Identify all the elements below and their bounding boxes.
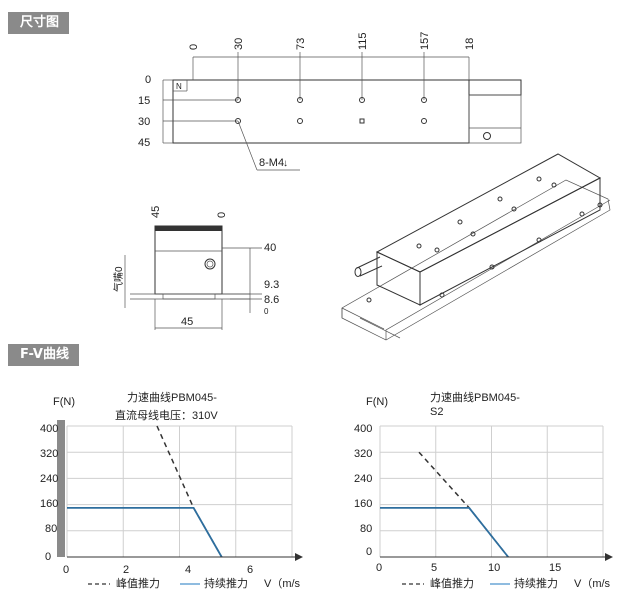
chart-1-xlabel: V（m/s bbox=[264, 577, 301, 590]
side-view-air-fitting bbox=[204, 258, 216, 270]
side-dim-bottom-45: 45 bbox=[181, 316, 193, 328]
top-view-n-label: N bbox=[176, 82, 182, 91]
top-view-drawing: N 0 30 73 115 157 18 0 15 30 45 bbox=[138, 32, 522, 171]
chart-1: F(N) 力速曲线PBM045- 直流母线电压：310V 400 320 240… bbox=[40, 390, 303, 590]
side-view-body bbox=[154, 225, 223, 295]
chart-2-xtick-0: 0 bbox=[376, 562, 382, 574]
svg-text:↓: ↓ bbox=[283, 158, 288, 169]
top-view-end-block bbox=[468, 94, 522, 144]
chart-1-title-line1: 力速曲线PBM045- bbox=[127, 390, 217, 404]
chart-1-xtick-6: 6 bbox=[247, 564, 253, 576]
top-dim-y-15: 15 bbox=[138, 95, 150, 107]
top-dim-x-157: 157 bbox=[419, 32, 431, 50]
chart-2-ytick-240: 240 bbox=[354, 473, 372, 485]
side-view-air-nozzle-label: 气嘴0 bbox=[112, 266, 125, 292]
chart-2-legend-peak: 峰值推力 bbox=[430, 576, 474, 590]
chart-2-ytick-160: 160 bbox=[354, 498, 372, 510]
chart-1-xtick-4: 4 bbox=[185, 564, 191, 576]
top-dim-x-115: 115 bbox=[357, 32, 369, 50]
chart-2-ytick-400: 400 bbox=[354, 423, 372, 435]
chart-2-ytick-80: 80 bbox=[360, 523, 372, 535]
chart-1-series-continuous-force bbox=[67, 507, 223, 558]
side-view-drawing: 45 0 气嘴0 40 9.3 8.6 0 45 bbox=[112, 206, 279, 330]
top-dim-x-30: 30 bbox=[233, 38, 245, 50]
chart-1-series-peak-force bbox=[156, 425, 223, 558]
chart-1-ytick-320: 320 bbox=[40, 448, 58, 460]
top-dim-y-30: 30 bbox=[138, 116, 150, 128]
side-dim-top-45: 45 bbox=[150, 206, 162, 218]
side-dim-right-9-3: 9.3 bbox=[264, 279, 279, 291]
section-header-fv-curve: F-V曲线 bbox=[8, 344, 79, 366]
isometric-view-drawing bbox=[341, 153, 611, 341]
side-dim-right-40: 40 bbox=[264, 242, 276, 254]
top-dim-x-73: 73 bbox=[295, 38, 307, 50]
chart-2-title-line2: S2 bbox=[430, 406, 443, 418]
top-view-end-hole bbox=[483, 132, 491, 140]
chart-1-grid bbox=[66, 425, 293, 558]
top-dim-x-18: 18 bbox=[464, 38, 476, 50]
side-dim-right-0: 0 bbox=[264, 307, 269, 316]
chart-1-xtick-2: 2 bbox=[123, 564, 129, 576]
chart-2-ylabel: F(N) bbox=[366, 396, 388, 408]
chart-1-title-line2: 直流母线电压：310V bbox=[115, 408, 218, 422]
chart-2-series-continuous-force bbox=[380, 507, 509, 558]
top-view-holes bbox=[235, 97, 427, 124]
side-dim-right-8-6: 8.6 bbox=[264, 294, 279, 306]
chart-1-legend-peak: 峰值推力 bbox=[116, 576, 160, 590]
top-dim-y-0: 0 bbox=[145, 74, 151, 86]
chart-2-legend-cont: 持续推力 bbox=[514, 576, 558, 590]
chart-2-xtick-10: 10 bbox=[488, 562, 500, 574]
chart-1-ylabel: F(N) bbox=[53, 396, 75, 408]
chart-1-ytick-240: 240 bbox=[40, 473, 58, 485]
top-view-end-cap bbox=[468, 79, 522, 96]
chart-2-title-line1: 力速曲线PBM045- bbox=[430, 390, 520, 404]
chart-1-ytick-400: 400 bbox=[40, 423, 58, 435]
chart-1-legend-cont: 持续推力 bbox=[204, 576, 248, 590]
top-dim-x-0: 0 bbox=[188, 44, 200, 50]
top-dim-y-45: 45 bbox=[138, 137, 150, 149]
top-view-body bbox=[172, 79, 470, 144]
chart-2-ytick-0: 0 bbox=[366, 546, 372, 558]
chart-2-ytick-320: 320 bbox=[354, 448, 372, 460]
chart-2-xtick-15: 15 bbox=[549, 562, 561, 574]
chart-1-xtick-0: 0 bbox=[63, 564, 69, 576]
chart-2-xtick-5: 5 bbox=[431, 562, 437, 574]
side-dim-top-0: 0 bbox=[216, 212, 228, 218]
chart-1-ytick-0: 0 bbox=[45, 551, 51, 563]
chart-2-xlabel: V（m/s bbox=[574, 577, 611, 590]
top-view-hole-callout: 8-M4 bbox=[259, 157, 284, 169]
chart-1-ytick-80: 80 bbox=[45, 523, 57, 535]
chart-1-ytick-160: 160 bbox=[40, 498, 58, 510]
chart-1-axis-bar bbox=[57, 420, 65, 557]
section-header-dimensions: 尺寸图 bbox=[8, 12, 70, 34]
chart-2: F(N) 力速曲线PBM045- S2 400 320 240 160 80 0… bbox=[354, 390, 613, 590]
